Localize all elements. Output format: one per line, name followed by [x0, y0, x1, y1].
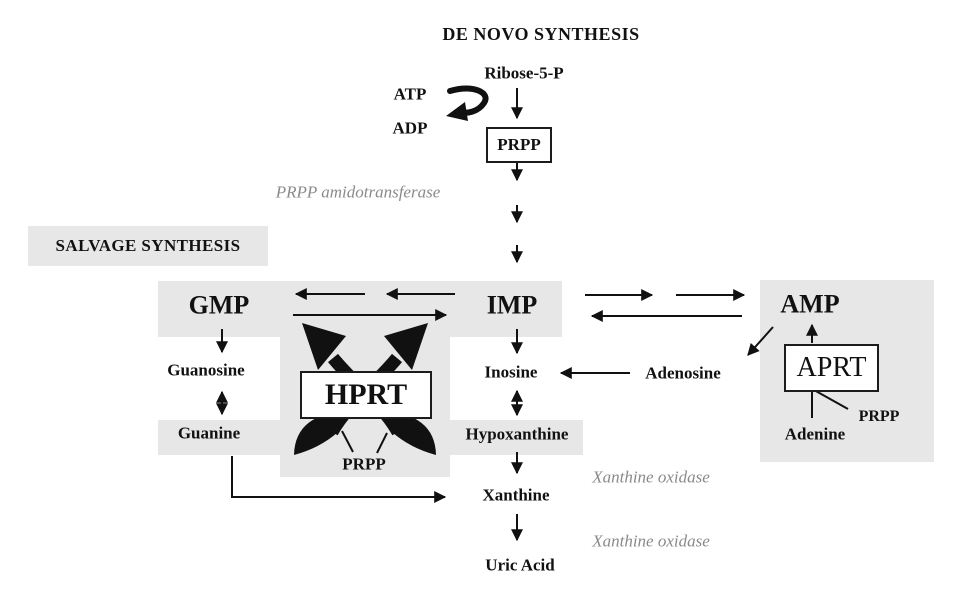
prpp-box: PRPP — [486, 127, 552, 163]
node-gmp: GMP — [188, 290, 250, 320]
prpp-box-label: PRPP — [497, 135, 541, 154]
band-hypoxanthine — [450, 420, 583, 455]
node-atp: ATP — [393, 84, 427, 104]
node-ribose5p: Ribose-5-P — [484, 63, 564, 83]
node-imp: IMP — [486, 290, 538, 320]
enzyme-xanthine-oxidase-1: Xanthine oxidase — [592, 467, 710, 487]
de-novo-title: DE NOVO SYNTHESIS — [442, 24, 640, 45]
salvage-title-box: SALVAGE SYNTHESIS — [28, 226, 268, 266]
node-adp: ADP — [392, 118, 428, 138]
enzyme-xanthine-oxidase-2: Xanthine oxidase — [592, 531, 710, 551]
node-adenosine: Adenosine — [645, 363, 721, 383]
arrow-guanine-to-xanthine — [231, 456, 447, 503]
arrow-atp-adp-cycle — [446, 85, 489, 121]
arrow-amp-to-adenosine — [747, 326, 774, 356]
band-guanine — [158, 420, 280, 455]
node-xanthine: Xanthine — [482, 485, 550, 505]
node-uric-acid: Uric Acid — [485, 555, 555, 575]
node-prpp-hprt: PRPP — [342, 454, 386, 474]
node-amp: AMP — [780, 289, 840, 319]
salvage-title: SALVAGE SYNTHESIS — [55, 236, 241, 255]
aprt-enzyme-box: APRT — [784, 344, 879, 392]
line-prpp-to-aprt — [813, 389, 849, 410]
band-nucleotide-row — [158, 281, 562, 337]
line-prpp-to-hprt-left — [341, 430, 354, 453]
node-guanine: Guanine — [177, 423, 241, 443]
node-adenine: Adenine — [784, 424, 846, 444]
node-prpp-aprt: PRPP — [858, 408, 900, 426]
hprt-enzyme-box: HPRT — [300, 371, 432, 419]
node-inosine: Inosine — [484, 362, 538, 382]
node-guanosine: Guanosine — [167, 360, 245, 380]
line-prpp-to-hprt-right — [376, 432, 388, 454]
hprt-label: HPRT — [324, 378, 408, 411]
aprt-label: APRT — [796, 352, 867, 383]
enzyme-prpp-amidotransferase: PRPP amidotransferase — [275, 182, 441, 202]
node-hypoxanthine: Hypoxanthine — [465, 424, 569, 444]
